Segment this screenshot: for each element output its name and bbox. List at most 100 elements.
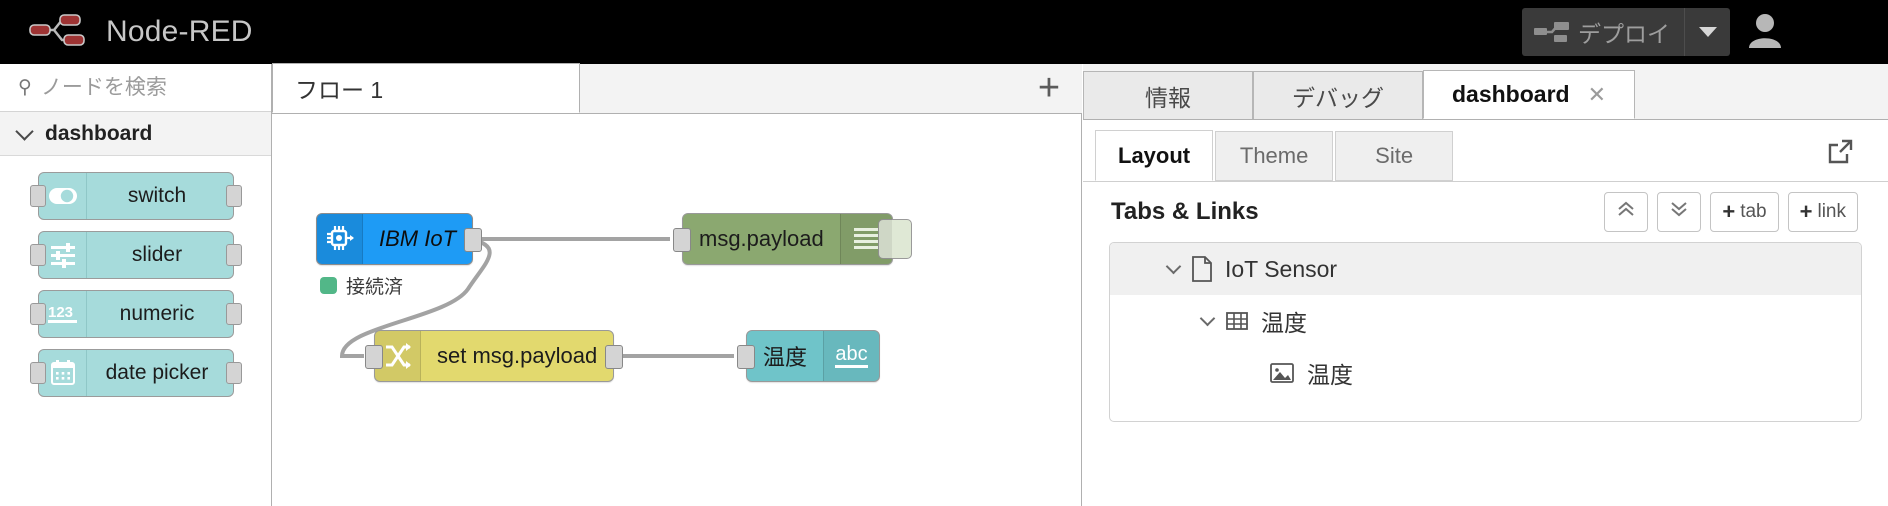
node-input-port (30, 303, 46, 325)
flow-node-label: 温度 (763, 345, 808, 370)
flow-tab-bar: フロー 1 + (272, 63, 1082, 114)
palette-node-switch[interactable]: switch (30, 172, 242, 220)
subtab-label: Theme (1239, 143, 1309, 168)
add-tab-label: tab (1740, 201, 1767, 222)
chevron-down-icon (1698, 27, 1717, 37)
node-output-port (226, 362, 242, 384)
dashboard-subtab-bar: Layout Theme Site (1083, 120, 1888, 182)
flow-node-label: set msg.payload (437, 343, 598, 368)
node-input-port[interactable] (673, 228, 691, 252)
grid-icon (1225, 309, 1249, 333)
debug-toggle-button[interactable] (877, 219, 912, 259)
sliders-icon (39, 232, 87, 278)
sidebar-tab-label: デバッグ (1292, 84, 1384, 111)
node-input-port[interactable] (365, 345, 383, 369)
palette-category-dashboard[interactable]: dashboard (0, 112, 271, 156)
palette-node-slider[interactable]: slider (30, 231, 242, 279)
flow-node-debug[interactable]: msg.payload (673, 213, 912, 265)
expand-all-button[interactable] (1657, 192, 1702, 232)
collapse-all-button[interactable] (1604, 192, 1649, 232)
iot-chip-icon (317, 214, 363, 264)
abc-icon: abc (823, 331, 880, 381)
flow-canvas[interactable]: IBM IoT 接続済 msg.payload set msg.payl (272, 114, 1082, 506)
subtab-label: Site (1375, 143, 1414, 168)
status-text: 接続済 (346, 277, 404, 298)
node-status-indicator: 接続済 (320, 272, 403, 299)
open-dashboard-button[interactable] (1826, 138, 1854, 171)
tree-item-label: IoT Sensor (1225, 255, 1338, 282)
calendar-icon (39, 350, 87, 396)
flow-tab-flow1[interactable]: フロー 1 (272, 63, 580, 113)
palette-node-label: numeric (119, 302, 195, 325)
plus-icon: + (1722, 199, 1736, 224)
tree-item-label: 温度 (1307, 362, 1353, 388)
close-icon[interactable]: ✕ (1587, 81, 1607, 107)
deploy-icon (1532, 19, 1572, 45)
app-logo: Node-RED (28, 10, 253, 55)
palette-node-numeric[interactable]: 123 numeric (30, 290, 242, 338)
123-icon: 123 (39, 291, 87, 337)
search-icon: ⚲ (18, 77, 32, 98)
page-icon (1191, 256, 1213, 282)
flow-tab-label: フロー 1 (295, 77, 384, 103)
svg-text:123: 123 (48, 304, 73, 321)
chevron-down-icon[interactable] (1199, 310, 1216, 327)
user-menu-button[interactable] (1730, 12, 1800, 53)
collapse-all-icon (1617, 201, 1635, 223)
sidebar-tab-label: 情報 (1145, 84, 1191, 111)
flow-node-ui-text[interactable]: 温度 abc (737, 330, 881, 382)
toggle-switch-icon (39, 173, 87, 219)
node-input-port (30, 244, 46, 266)
node-output-port (226, 185, 242, 207)
right-sidebar: 情報 デバッグ dashboard ✕ Layout Theme Site (1083, 64, 1888, 506)
chevron-down-icon (15, 121, 34, 141)
external-link-icon (1826, 139, 1854, 170)
node-input-port[interactable] (737, 345, 755, 369)
palette-search-row[interactable]: ⚲ (0, 64, 271, 112)
palette-node-label: date picker (105, 361, 209, 384)
flow-node-change[interactable]: set msg.payload (365, 330, 624, 382)
palette-node-date-picker[interactable]: date picker (30, 349, 242, 397)
status-dot-icon (320, 277, 337, 294)
sidebar-tab-debug[interactable]: デバッグ (1253, 71, 1423, 119)
deploy-dropdown-button[interactable] (1684, 8, 1730, 56)
node-input-port (30, 185, 46, 207)
palette-node-label: slider (131, 243, 183, 266)
shuffle-icon (375, 331, 421, 381)
add-link-button[interactable]: + link (1787, 192, 1858, 232)
deploy-label: デプロイ (1578, 21, 1670, 47)
sidebar-tab-info[interactable]: 情報 (1083, 71, 1253, 119)
tree-item-iot-sensor[interactable]: IoT Sensor (1110, 243, 1861, 295)
chevron-down-icon[interactable] (1165, 258, 1182, 275)
tree-item-group-ondo[interactable]: 温度 (1110, 295, 1861, 347)
plus-icon: + (1799, 199, 1813, 224)
node-output-port[interactable] (605, 345, 624, 369)
palette-node-list: switch slider 123 nu (0, 156, 271, 397)
abc-icon-text: abc (835, 344, 868, 368)
sidebar-tab-label: dashboard (1452, 81, 1570, 107)
node-palette: ⚲ dashboard switch (0, 64, 272, 506)
add-flow-button[interactable]: + (1016, 63, 1082, 113)
app-title: Node-RED (106, 15, 253, 48)
subtab-layout[interactable]: Layout (1095, 130, 1214, 181)
add-tab-button[interactable]: + tab (1710, 192, 1779, 232)
flow-wires (339, 237, 734, 358)
dashboard-layout-tree: IoT Sensor 温度 温度 (1109, 242, 1862, 422)
subtab-theme[interactable]: Theme (1215, 131, 1334, 181)
tree-item-label: 温度 (1261, 310, 1307, 336)
flow-node-label: IBM IoT (379, 226, 457, 251)
sidebar-tab-dashboard[interactable]: dashboard ✕ (1423, 70, 1636, 119)
tree-item-widget-ondo[interactable]: 温度 (1110, 347, 1861, 399)
node-output-port (226, 303, 242, 325)
palette-category-label: dashboard (45, 121, 153, 145)
node-output-port (226, 244, 242, 266)
subtab-label: Layout (1118, 142, 1191, 168)
node-input-port (30, 362, 46, 384)
flow-node-ibm-iot[interactable]: IBM IoT (316, 213, 483, 265)
app-header: Node-RED デプロイ (0, 0, 1888, 64)
deploy-button[interactable]: デプロイ (1522, 8, 1684, 56)
search-input[interactable] (40, 75, 251, 100)
node-output-port[interactable] (464, 228, 483, 252)
subtab-site[interactable]: Site (1335, 131, 1454, 181)
panel-title: Tabs & Links (1111, 198, 1259, 225)
